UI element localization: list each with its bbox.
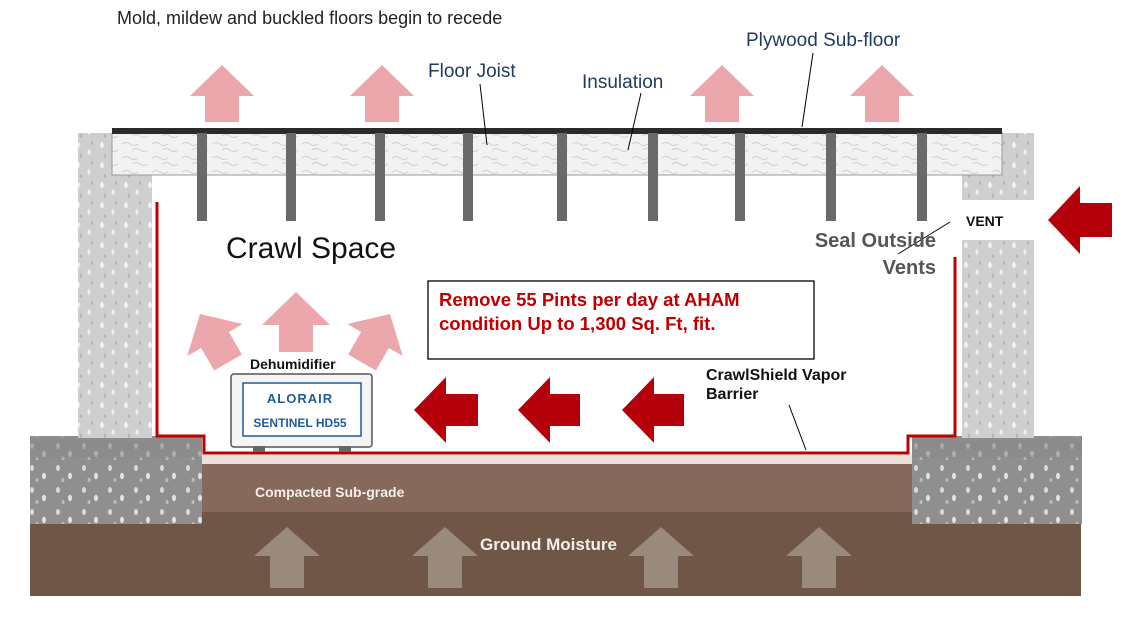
sub-grade-strip xyxy=(200,455,912,464)
up-arrow-pink-icon xyxy=(190,65,914,122)
vapor-barrier-label: CrawlShield Vapor Barrier xyxy=(706,367,847,403)
vent-box xyxy=(962,200,1034,240)
floor-joists xyxy=(197,133,927,221)
left-footing xyxy=(30,436,202,524)
left-foundation-wall xyxy=(78,133,152,438)
seal-vents-label: Seal Outside Vents xyxy=(814,230,936,279)
callout-box xyxy=(427,280,815,360)
soil-layer xyxy=(30,462,1081,596)
leader-lines xyxy=(479,52,951,451)
vent-label: VENT xyxy=(966,213,1004,229)
vapor-barrier-line xyxy=(155,202,957,455)
page-title: Mold, mildew and buckled floors begin to… xyxy=(117,8,503,28)
callout-text: Remove 55 Pints per day at AHAM conditio… xyxy=(439,289,740,334)
up-arrow-pink-icon xyxy=(187,292,403,371)
right-footing xyxy=(912,436,1082,524)
left-arrow-red-icon xyxy=(414,186,1112,443)
sub-grade-label: Compacted Sub-grade xyxy=(255,484,405,500)
dehumidifier-unit xyxy=(230,373,373,452)
device-brand: ALORAIR xyxy=(266,391,334,406)
floor-joist-label: Floor Joist xyxy=(428,61,516,82)
ground-moisture-label: Ground Moisture xyxy=(480,535,617,554)
plywood-subfloor-label: Plywood Sub-floor xyxy=(746,30,901,51)
insulation-label: Insulation xyxy=(582,72,664,93)
up-arrow-gray-icon xyxy=(254,527,852,588)
device-model: SENTINEL HD55 xyxy=(253,416,347,430)
crawl-space-label: Crawl Space xyxy=(226,232,397,265)
plywood-subfloor xyxy=(112,128,1002,134)
dehumidifier-label: Dehumidifier xyxy=(250,356,336,372)
right-foundation-wall xyxy=(962,133,1034,438)
